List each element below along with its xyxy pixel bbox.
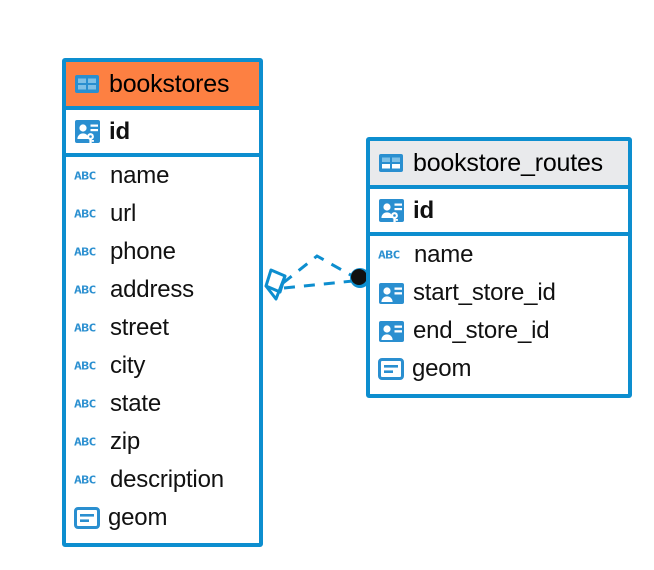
field-row-bookstores-address[interactable]: ABC address [66,271,259,309]
abc-text-icon: ABC [74,397,96,411]
field-label: geom [108,504,168,531]
field-row-routes-start-store-id[interactable]: start_store_id [370,274,628,312]
field-row-bookstores-city[interactable]: ABC city [66,347,259,385]
abc-text-icon: ABC [74,359,96,373]
entity-bookstore-routes-title: bookstore_routes [413,148,603,177]
field-label: description [110,466,224,493]
entity-bookstore-routes[interactable]: bookstore_routes id ABC name [366,137,632,398]
relationship-line-upper [282,254,357,285]
field-row-routes-id[interactable]: id [370,189,628,236]
primary-key-icon [378,197,405,224]
field-row-bookstores-id[interactable]: id [66,110,259,157]
field-row-routes-end-store-id[interactable]: end_store_id [370,312,628,350]
foreign-key-icon [378,320,405,343]
field-row-bookstores-url[interactable]: ABC url [66,195,259,233]
field-row-bookstores-street[interactable]: ABC street [66,309,259,347]
field-row-bookstores-description[interactable]: ABC description [66,461,259,499]
field-label: address [110,276,194,303]
primary-key-icon [74,118,101,145]
field-row-bookstores-name[interactable]: ABC name [66,157,259,195]
foreign-key-icon [378,282,405,305]
field-row-routes-name[interactable]: ABC name [370,236,628,274]
table-icon [74,74,100,94]
geometry-icon [74,507,100,529]
entity-bookstores-header[interactable]: bookstores [66,62,259,110]
crows-foot-many-marker [264,268,287,301]
abc-text-icon: ABC [74,435,96,449]
abc-text-icon: ABC [74,169,96,183]
field-label: street [110,314,169,341]
field-label: start_store_id [413,279,556,306]
field-label: zip [110,428,141,455]
field-label: id [109,117,130,145]
field-label: url [110,200,137,227]
abc-text-icon: ABC [74,207,96,221]
field-row-bookstores-state[interactable]: ABC state [66,385,259,423]
entity-bookstores-title: bookstores [109,69,230,98]
field-label: city [110,352,146,379]
abc-text-icon: ABC [74,245,96,259]
abc-text-icon: ABC [378,248,400,262]
field-row-bookstores-zip[interactable]: ABC zip [66,423,259,461]
entity-bookstore-routes-header[interactable]: bookstore_routes [370,141,628,189]
abc-text-icon: ABC [74,473,96,487]
field-label: id [413,196,434,224]
abc-text-icon: ABC [74,283,96,297]
field-row-bookstores-geom[interactable]: geom [66,499,259,537]
abc-text-icon: ABC [74,321,96,335]
relationship-line-lower [283,279,354,290]
table-icon [378,153,404,173]
field-label: state [110,390,162,417]
field-label: phone [110,238,176,265]
entity-bookstores[interactable]: bookstores id ABC name [62,58,263,547]
field-label: name [110,162,170,189]
field-label: name [414,241,474,268]
field-label: end_store_id [413,317,550,344]
field-row-routes-geom[interactable]: geom [370,350,628,388]
field-row-bookstores-phone[interactable]: ABC phone [66,233,259,271]
geometry-icon [378,358,404,380]
field-label: geom [412,355,472,382]
